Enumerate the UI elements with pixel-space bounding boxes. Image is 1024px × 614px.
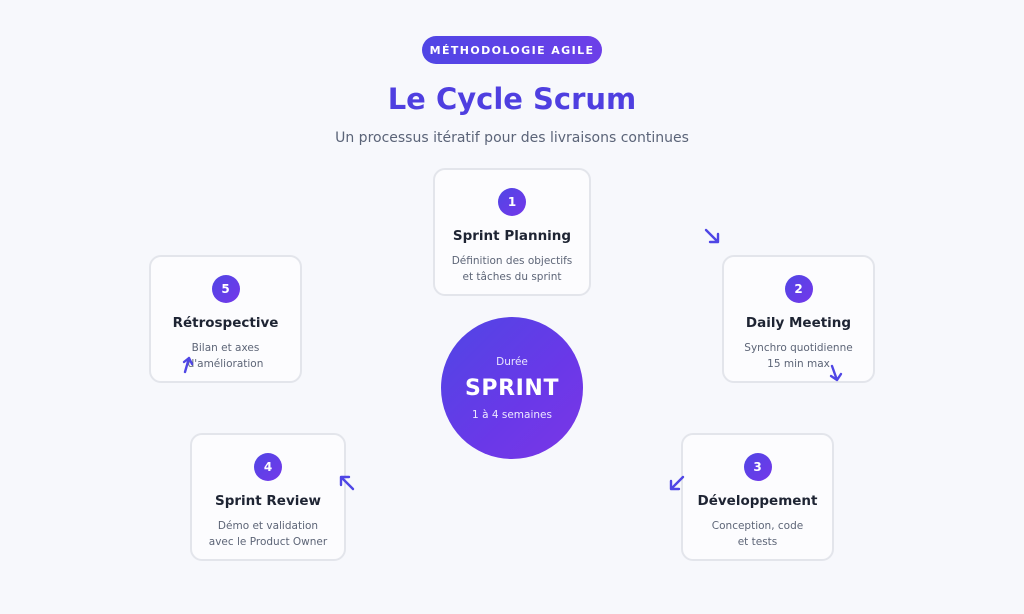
page-subtitle: Un processus itératif pour des livraison… (335, 130, 689, 146)
step-number-badge: 1 (498, 188, 526, 216)
step-title: Daily Meeting (745, 315, 852, 331)
step-card-sprint-review: 4 Sprint Review Démo et validation avec … (190, 433, 346, 561)
step-description: Conception, code et tests (711, 520, 804, 548)
step-description: Définition des objectifs et tâches du sp… (451, 255, 573, 283)
step-title: Développement (697, 493, 818, 509)
arrow-up-icon (182, 356, 194, 374)
step-card-retrospective: 5 Rétrospective Bilan et axes d'améliora… (149, 255, 302, 383)
step-number-badge: 3 (743, 453, 772, 481)
step-title: Sprint Planning (452, 228, 572, 244)
step-description: Démo et validation avec le Product Owner (208, 520, 328, 548)
sprint-center-circle: Durée SPRINT 1 à 4 semaines (441, 317, 583, 459)
arrow-up-left-icon (339, 475, 355, 491)
sprint-duration-label: Durée (496, 355, 528, 368)
step-number-badge: 2 (784, 275, 813, 303)
step-number-badge: 4 (254, 453, 282, 481)
arrow-down-right-icon (704, 228, 720, 244)
step-card-developpement: 3 Développement Conception, code et test… (681, 433, 834, 561)
page-title: Le Cycle Scrum (387, 82, 637, 116)
step-description: Synchro quotidienne 15 min max (744, 342, 853, 370)
category-badge: MÉTHODOLOGIE AGILE (422, 36, 602, 64)
step-number-badge: 5 (211, 275, 240, 303)
step-card-daily-meeting: 2 Daily Meeting Synchro quotidienne 15 m… (722, 255, 875, 383)
step-description: Bilan et axes d'amélioration (187, 342, 264, 370)
sprint-title: SPRINT (464, 375, 560, 401)
step-title: Rétrospective (172, 315, 279, 331)
arrow-down-icon (829, 364, 843, 382)
step-card-sprint-planning: 1 Sprint Planning Définition des objecti… (433, 168, 591, 296)
arrow-down-left-icon (669, 475, 685, 491)
sprint-duration-value: 1 à 4 semaines (472, 408, 552, 421)
step-title: Sprint Review (214, 493, 322, 509)
